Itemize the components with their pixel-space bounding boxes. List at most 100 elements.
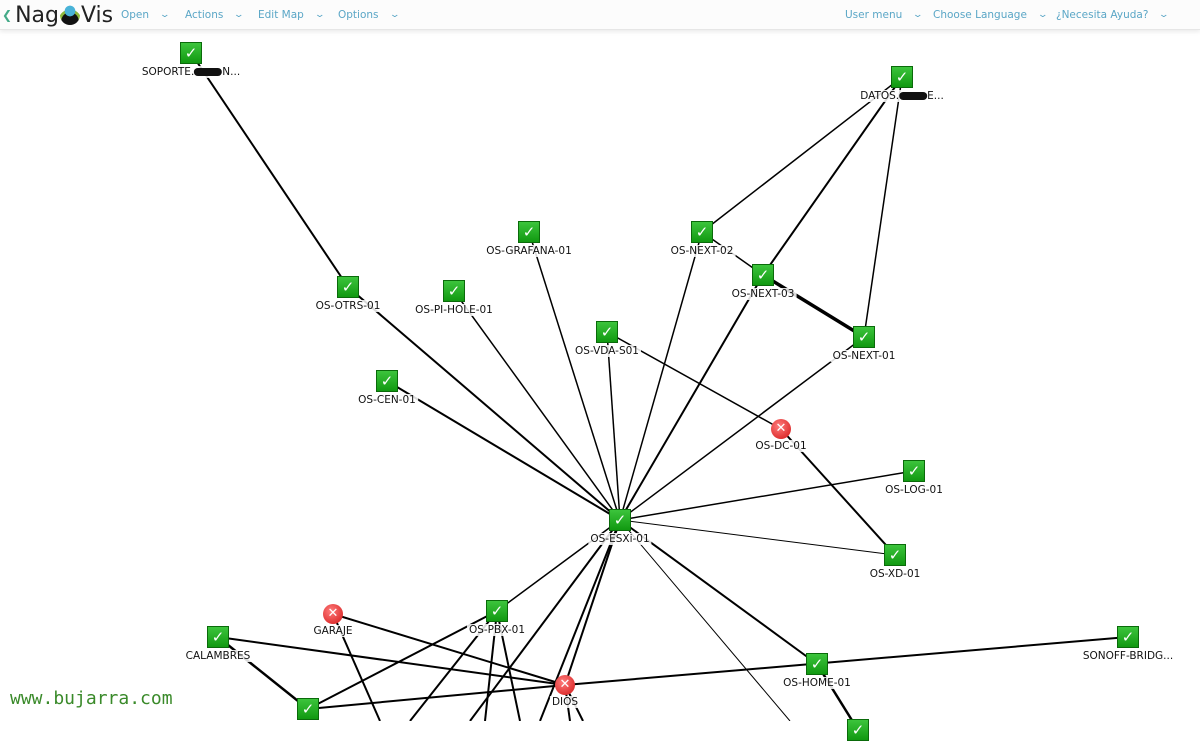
connection-line[interactable] [619,274,764,521]
host-label-sonoff[interactable]: SONOFF-BRIDG... [1080,650,1176,662]
ok-status-icon[interactable]: ✓ [337,276,359,298]
ok-status-icon[interactable]: ✓ [884,544,906,566]
host-label-xd[interactable]: OS-XD-01 [867,568,923,580]
menu-label: Choose Language [933,9,1027,21]
connection-line[interactable] [619,519,818,665]
connection-line[interactable] [762,76,903,276]
host-label-next02[interactable]: OS-NEXT-02 [668,245,736,257]
ok-status-icon[interactable]: ✓ [806,653,828,675]
chevron-down-icon: ⌄ [233,10,245,20]
menu-label: User menu [845,9,903,21]
connection-line[interactable] [619,519,896,556]
connection-line[interactable] [469,519,621,721]
ok-status-icon[interactable]: ✓ [486,600,508,622]
connection-line[interactable] [347,286,621,521]
label-suffix: N... [222,66,241,78]
chevron-down-icon: ⌄ [313,10,326,20]
host-label-dc[interactable]: OS-DC-01 [753,440,809,452]
connection-line[interactable] [863,76,903,338]
host-label-dios[interactable]: DIOS [549,696,581,708]
host-label-pihole[interactable]: OS-PI-HOLE-01 [413,304,495,316]
chevron-down-icon: ⌄ [912,10,924,20]
host-label-garaje[interactable]: GARAJE [311,625,355,637]
menu-open[interactable]: Open ⌄ [121,0,171,30]
connection-line[interactable] [606,331,621,521]
ok-status-icon[interactable]: ✓ [853,326,875,348]
host-label-pbx[interactable]: OS-PBX-01 [466,624,528,636]
host-label-calambres[interactable]: CALAMBRES [183,650,253,662]
menu-label: ¿Necesita Ayuda? [1056,9,1149,21]
connection-line[interactable] [386,380,621,521]
host-label-cen[interactable]: OS-CEN-01 [356,394,418,406]
connection-line[interactable] [217,636,566,686]
connection-line[interactable] [619,336,865,521]
ok-status-icon[interactable]: ✓ [180,42,202,64]
host-label-esxi[interactable]: OS-ESXi-01 [588,533,652,545]
connection-line[interactable] [539,519,621,721]
collapse-arrow-icon[interactable]: ❮ [2,8,13,22]
ok-status-icon[interactable]: ✓ [1117,626,1139,648]
connection-line[interactable] [307,684,566,710]
connection-line[interactable] [701,76,903,233]
ok-status-icon[interactable]: ✓ [903,460,925,482]
redaction-mark [194,68,223,76]
host-label-next03[interactable]: OS-NEXT-03 [729,288,797,300]
connection-line[interactable] [307,610,498,710]
connection-line[interactable] [190,52,349,288]
menu-options[interactable]: Options ⌄ [338,0,400,30]
chevron-down-icon: ⌄ [1037,10,1049,20]
critical-status-icon[interactable]: ✕ [323,604,343,624]
critical-status-icon[interactable]: ✕ [771,419,791,439]
connection-line[interactable] [217,636,309,710]
ok-status-icon[interactable]: ✓ [376,370,398,392]
connection-line[interactable] [619,231,703,521]
label-prefix: SOPORTE. [141,66,195,78]
connection-line[interactable] [762,273,865,339]
menu-help[interactable]: ¿Necesita Ayuda? ⌄ [1056,0,1170,30]
chevron-down-icon: ⌄ [388,10,400,20]
chevron-down-icon: ⌄ [1158,10,1170,20]
redaction-mark [899,92,928,100]
connection-line[interactable] [564,519,621,686]
host-label-next01[interactable]: OS-NEXT-01 [830,350,898,362]
label-suffix: E... [927,90,944,102]
ok-status-icon[interactable]: ✓ [443,280,465,302]
connection-line[interactable] [453,290,621,521]
ok-status-icon[interactable]: ✓ [596,321,618,343]
menu-label: Open [121,9,150,21]
menu-user[interactable]: User menu ⌄ [845,0,924,30]
menu-language[interactable]: Choose Language ⌄ [933,0,1049,30]
watermark: www.bujarra.com [10,688,173,709]
ok-status-icon[interactable]: ✓ [518,221,540,243]
menu-edit-map[interactable]: Edit Map⌄ [258,0,326,30]
menu-actions[interactable]: Actions ⌄ [185,0,245,30]
ok-status-icon[interactable]: ✓ [691,221,713,243]
host-label-grafana[interactable]: OS-GRAFANA-01 [484,245,574,257]
connection-line[interactable] [528,231,621,521]
host-label-home[interactable]: OS-HOME-01 [781,677,853,689]
host-label-otrs[interactable]: OS-OTRS-01 [313,300,383,312]
ok-status-icon[interactable]: ✓ [207,626,229,648]
host-label-log[interactable]: OS-LOG-01 [883,484,945,496]
ok-status-icon[interactable]: ✓ [847,719,869,741]
chevron-down-icon: ⌄ [159,10,171,20]
ok-status-icon[interactable]: ✓ [297,698,319,720]
host-label-soporte[interactable]: SOPORTE. N... [139,66,243,78]
label-prefix: DATOS. [860,90,900,102]
connection-line[interactable] [619,519,791,721]
connection-line[interactable] [564,636,1129,686]
ok-status-icon[interactable]: ✓ [891,66,913,88]
menu-label: Options [338,9,379,21]
host-label-datos[interactable]: DATOS. E... [858,90,946,102]
critical-status-icon[interactable]: ✕ [555,675,575,695]
host-label-vda[interactable]: OS-VDA-S01 [573,345,641,357]
connection-line[interactable] [332,613,566,686]
ok-status-icon[interactable]: ✓ [609,509,631,531]
nagvis-eye-icon [59,5,80,25]
ok-status-icon[interactable]: ✓ [752,264,774,286]
map-canvas [190,52,1129,721]
menu-label: Actions [185,9,224,21]
connection-line[interactable] [619,470,915,521]
